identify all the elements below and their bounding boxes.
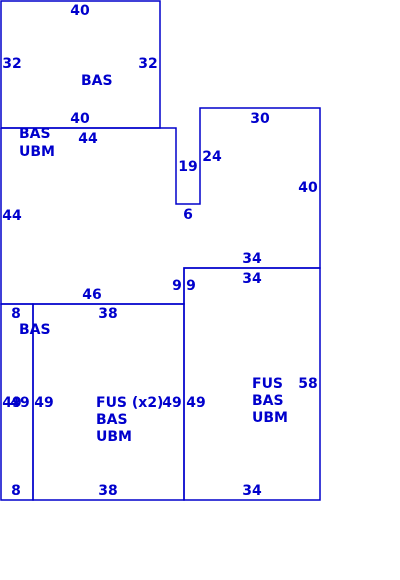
dim-top-section-top: 40 bbox=[70, 3, 90, 19]
dim-top-section-right: 32 bbox=[138, 56, 157, 72]
dim-notch-bottom: 6 bbox=[183, 207, 193, 223]
area-top-code: BAS bbox=[81, 73, 113, 89]
dim-middle-left: 44 bbox=[2, 208, 22, 224]
area-right-code-3: UBM bbox=[252, 410, 288, 426]
dim-junction-left: 9 bbox=[172, 278, 182, 294]
area-center-code-2: BAS bbox=[96, 412, 128, 428]
area-strip-code: BAS bbox=[19, 322, 51, 338]
dim-strip-bottom: 8 bbox=[11, 483, 21, 499]
dim-strip-top: 8 bbox=[11, 306, 21, 322]
dim-right-lower-left: 49 bbox=[186, 395, 205, 411]
top-section-outline bbox=[0, 0, 161, 129]
dim-top-section-bottom: 40 bbox=[70, 111, 90, 127]
dim-right-top: 30 bbox=[250, 111, 270, 127]
area-center-code-1: FUS (x2) bbox=[96, 395, 163, 411]
dim-notch-left: 19 bbox=[178, 159, 197, 175]
dim-middle-bottom: 46 bbox=[82, 287, 101, 303]
area-right-code-1: FUS bbox=[252, 376, 283, 392]
dim-right-bottom: 34 bbox=[242, 251, 262, 267]
dim-center-top: 38 bbox=[98, 306, 117, 322]
dim-top-section-left: 32 bbox=[2, 56, 21, 72]
dim-center-left: 49 bbox=[34, 395, 53, 411]
dim-strip-left: 49 bbox=[2, 395, 21, 411]
dim-strip-right: 49 bbox=[10, 395, 29, 411]
area-middle-code-1: BAS bbox=[19, 126, 51, 142]
area-right-code-2: BAS bbox=[252, 393, 284, 409]
area-center-code-3: UBM bbox=[96, 429, 132, 445]
dim-center-bottom: 38 bbox=[98, 483, 117, 499]
dim-center-right: 49 bbox=[162, 395, 181, 411]
dim-right-lower-bottom: 34 bbox=[242, 483, 262, 499]
dim-right-lower-left-top: 9 bbox=[186, 278, 196, 294]
dim-middle-top: 44 bbox=[78, 131, 98, 147]
dim-right-lower-right: 58 bbox=[298, 376, 317, 392]
area-middle-code-2: UBM bbox=[19, 144, 55, 160]
dim-right-lower-top: 34 bbox=[242, 271, 262, 287]
dim-right-right: 40 bbox=[298, 180, 318, 196]
dim-notch-right: 24 bbox=[202, 149, 222, 165]
right-lower-outline bbox=[183, 267, 321, 501]
